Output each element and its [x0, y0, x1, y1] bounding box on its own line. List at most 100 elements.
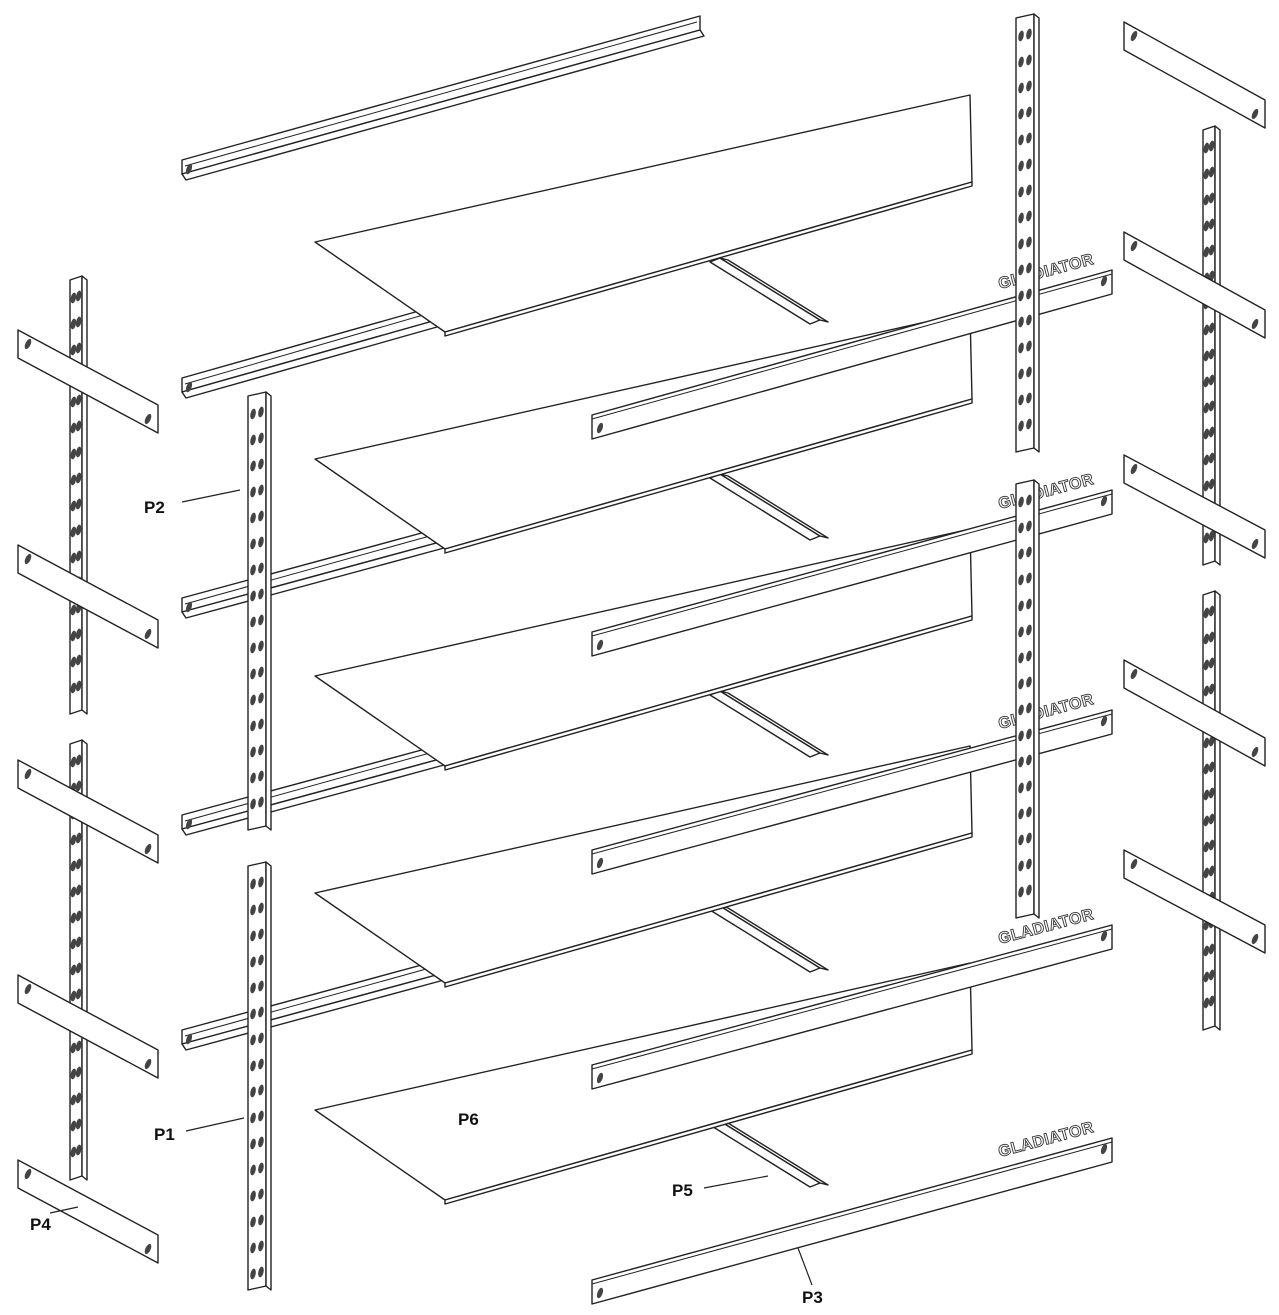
post-slot [1203, 997, 1210, 1009]
post-slot [250, 1268, 256, 1280]
post-slot [1018, 290, 1024, 302]
back-rail-3-lip [181, 758, 445, 836]
brace-slot [144, 1058, 152, 1070]
back-rail-4-groove [184, 965, 438, 1037]
right-brace-4-plate [1123, 659, 1266, 767]
post-slot [75, 524, 82, 536]
post-slot [75, 936, 82, 948]
post-slot [1208, 631, 1215, 643]
beam-slot [1100, 275, 1108, 287]
left-brace-3-plate [17, 759, 159, 864]
brace-slot [1130, 463, 1138, 475]
post-slot [250, 798, 256, 810]
left-brace-3 [17, 759, 159, 864]
post-slot [70, 860, 77, 872]
post-slot [1208, 735, 1215, 747]
post-slot [1203, 376, 1210, 388]
brace-slot [1130, 858, 1138, 870]
post-p1-side [265, 861, 272, 1291]
post-slot [1018, 342, 1024, 354]
back-rail-4 [181, 959, 445, 1051]
beam-slot [1100, 715, 1108, 727]
post-slot [1018, 522, 1024, 534]
post-slot [1203, 324, 1210, 336]
post-p1 [247, 861, 272, 1291]
post-slot [1026, 624, 1032, 636]
post-slot [1018, 704, 1024, 716]
left-brace-1-plate [17, 329, 159, 434]
post-slot [1026, 236, 1032, 248]
front-beam-p3-edge [591, 1141, 1113, 1285]
post-slot [1203, 194, 1210, 206]
post-slot [1018, 834, 1024, 846]
left-brace-p4-plate [17, 1159, 159, 1264]
post-slot [250, 1216, 256, 1228]
post-slot [1208, 839, 1215, 851]
beam-slot [1100, 1143, 1108, 1155]
post-slot [70, 500, 77, 512]
left-brace-2 [17, 544, 159, 649]
back-rail-1-groove [184, 310, 438, 385]
post-slot [1018, 860, 1024, 872]
post-slot [1026, 806, 1032, 818]
post-slot [258, 1214, 264, 1226]
front-beam-4-edge [591, 928, 1113, 1070]
post-slot [1208, 322, 1215, 334]
center-support-4 [709, 905, 829, 973]
post-right-upper [1015, 13, 1040, 453]
post-slot [258, 562, 264, 574]
right-brace-4 [1123, 659, 1266, 767]
center-support-1-bar [709, 257, 821, 325]
shelf-p6-edge [444, 1049, 973, 1205]
post-slot [258, 484, 264, 496]
beam-slot [596, 639, 604, 651]
post-slot [1018, 420, 1024, 432]
post-slot [1203, 633, 1210, 645]
center-support-3-bar [709, 690, 821, 758]
post-slot [1208, 530, 1215, 542]
post-slot [250, 434, 256, 446]
post-slot [1203, 789, 1210, 801]
post-slot [250, 746, 256, 758]
front-beam-3-web [591, 709, 1113, 875]
center-support-1 [709, 257, 829, 325]
post-slot [70, 912, 77, 924]
post-slot [1018, 756, 1024, 768]
post-slot [250, 694, 256, 706]
brace-slot [24, 1168, 32, 1180]
brace-slot [144, 843, 152, 855]
brace-slot [1130, 30, 1138, 42]
post-slot [1203, 685, 1210, 697]
brace-slot [1130, 240, 1138, 252]
center-support-2-bar [709, 473, 821, 541]
label-p2: P2 [144, 498, 165, 517]
center-support-2-flange [719, 473, 829, 539]
post-slot [1026, 418, 1032, 430]
post-left-rear-upper-face [69, 275, 83, 715]
post-slot [1018, 730, 1024, 742]
post-slot [1026, 392, 1032, 404]
beam-slot [1100, 495, 1108, 507]
top-back-rail-lip [181, 29, 705, 181]
post-slot [1018, 134, 1024, 146]
center-support-4-bar [709, 905, 821, 973]
back-rail-1-lip [181, 318, 445, 399]
post-slot [1026, 858, 1032, 870]
post-slot [75, 420, 82, 432]
post-right-upper-face [1015, 13, 1035, 453]
left-brace-4-plate [17, 974, 159, 1079]
post-slot [70, 526, 77, 538]
rail-slot [185, 163, 193, 175]
parts-layer: GLADIATORGLADIATORGLADIATORGLADIATORGLAD… [17, 13, 1266, 1305]
post-slot [258, 954, 264, 966]
post-slot [258, 980, 264, 992]
post-slot [250, 1112, 256, 1124]
post-slot [258, 928, 264, 940]
post-slot [1208, 761, 1215, 773]
post-slot [1018, 160, 1024, 172]
leader-p5 [703, 1175, 769, 1189]
post-slot [258, 876, 264, 888]
post-slot [250, 616, 256, 628]
post-slot [1208, 813, 1215, 825]
